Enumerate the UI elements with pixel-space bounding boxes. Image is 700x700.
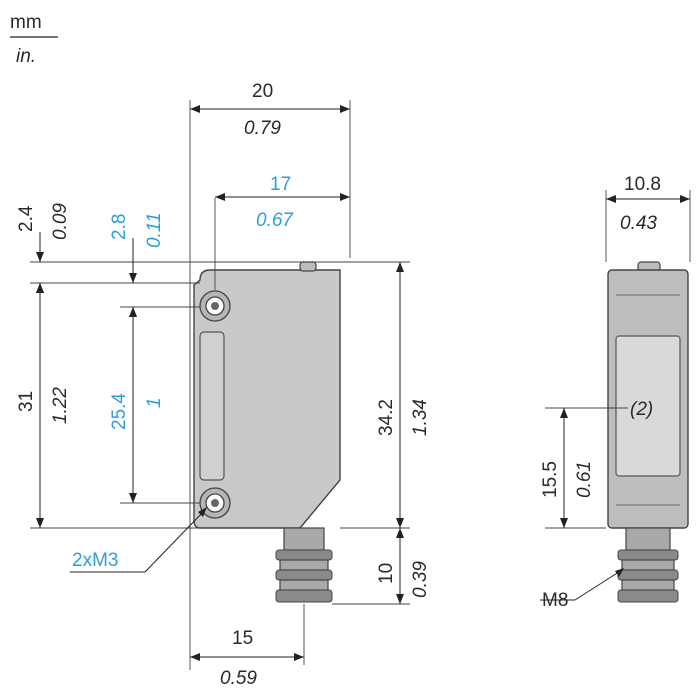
unit-in-label: in. (16, 46, 36, 67)
dim-hole-h-in: 0.67 (256, 210, 294, 231)
side-width-in: 0.43 (620, 213, 657, 234)
dim-hole-offset-in: 0.11 (144, 212, 165, 248)
lens-window (615, 335, 681, 477)
lens-height-mm: 15.5 (540, 461, 561, 498)
dim-height-mm: 31 (16, 391, 37, 412)
connector-callout: M8 (542, 590, 568, 611)
unit-mm-label: mm (10, 12, 42, 33)
dim-connector-len-mm: 10 (376, 563, 397, 584)
dim-hole-h-mm: 17 (270, 174, 291, 195)
lens-callout: (2) (630, 399, 653, 420)
side-width-mm: 10.8 (624, 174, 661, 195)
front-view: 20 0.79 17 0.67 2.4 0.09 2.8 0.11 31 1.2… (16, 81, 431, 689)
top-nub (299, 261, 317, 272)
dim-top-offset-in: 0.09 (50, 203, 71, 240)
dim-connector-len-in: 0.39 (410, 561, 431, 598)
dim-total-height-in: 1.34 (410, 399, 431, 436)
front-connector (275, 527, 333, 603)
dim-connector-offset-in: 0.59 (220, 668, 257, 689)
mount-hole-bottom (199, 487, 231, 519)
dim-width-mm: 20 (252, 81, 273, 102)
dim-hole-v-in: 1 (144, 397, 165, 408)
lens-height-in: 0.61 (574, 461, 595, 498)
side-connector (617, 527, 679, 603)
dim-hole-v-mm: 25.4 (109, 393, 130, 430)
holes-callout: 2xM3 (72, 550, 118, 571)
dim-width-in: 0.79 (244, 118, 281, 139)
side-rail (199, 331, 225, 481)
mount-hole-top (199, 290, 231, 322)
dim-hole-offset-mm: 2.8 (109, 214, 130, 240)
side-view: 10.8 0.43 15.5 0.61 (2) M8 (540, 174, 691, 611)
dim-connector-offset-mm: 15 (232, 628, 253, 649)
dim-height-in: 1.22 (50, 387, 71, 424)
dim-total-height-mm: 34.2 (376, 399, 397, 436)
dim-top-offset-mm: 2.4 (16, 205, 37, 232)
